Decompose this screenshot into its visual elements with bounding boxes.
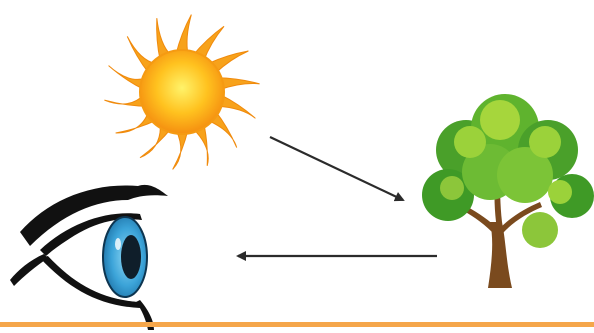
eye-icon [10, 185, 168, 330]
accent-bar [0, 322, 594, 327]
sun-ray [173, 130, 188, 170]
arrow-sun-to-tree [270, 137, 403, 200]
tree-icon [422, 94, 594, 288]
sun-ray [176, 15, 191, 55]
sun-icon [104, 15, 259, 170]
